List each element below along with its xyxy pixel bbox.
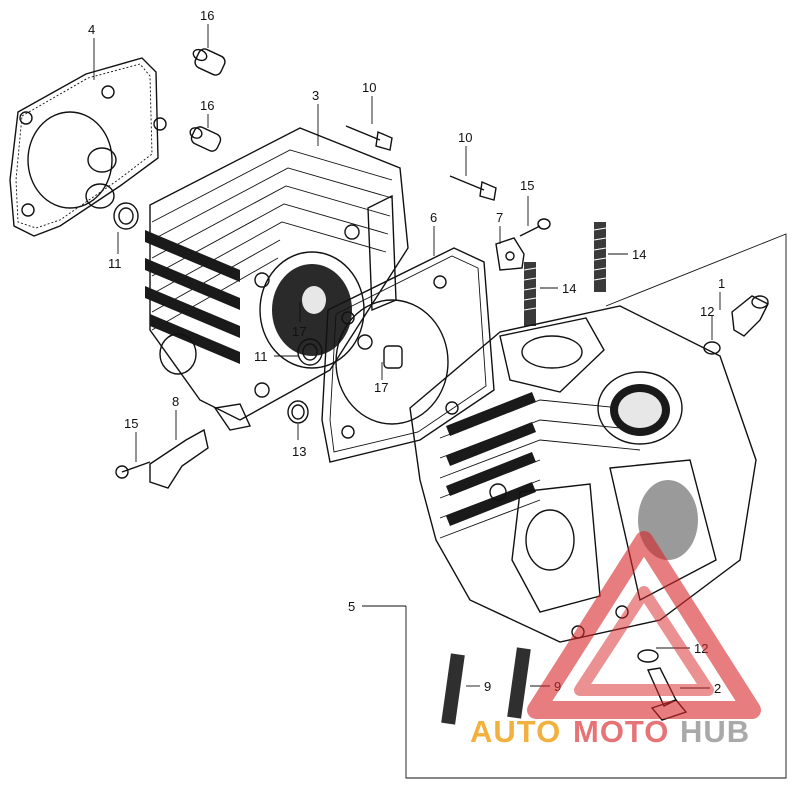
cylinder-head <box>409 305 757 643</box>
callout-7: 7 <box>496 210 503 225</box>
callout-17-right: 17 <box>374 380 388 395</box>
callout-16-upper: 16 <box>200 8 214 23</box>
callout-2: 2 <box>714 681 721 696</box>
assembly-outline <box>405 233 787 779</box>
cylinder-base-gasket <box>9 57 167 237</box>
watermark-triangle-inner <box>574 586 714 696</box>
leader-lines <box>93 24 721 689</box>
o-ring-lower <box>287 400 309 424</box>
callout-10-lower: 10 <box>458 130 472 145</box>
stud-14-short <box>523 262 537 326</box>
callout-11-left: 11 <box>108 256 122 271</box>
callout-5: 5 <box>348 599 355 614</box>
screw-15-upper <box>519 218 551 237</box>
callout-13: 13 <box>292 444 306 459</box>
hex-bolt-10-upper <box>345 125 393 151</box>
callout-4: 4 <box>88 22 95 37</box>
callout-14-left: 14 <box>562 281 576 296</box>
callout-6: 6 <box>430 210 437 225</box>
cylinder-block <box>145 127 409 431</box>
callout-15-upper: 15 <box>520 178 534 193</box>
callout-15-lower: 15 <box>124 416 138 431</box>
watermark-triangle-outer <box>527 531 761 719</box>
watermark-text-hub: HUB <box>680 714 750 749</box>
automotohub-watermark: AUTO MOTO HUB <box>470 531 761 749</box>
stud-9-right <box>507 647 531 719</box>
callout-17-left: 17 <box>292 324 306 339</box>
stud-14-long <box>593 222 607 292</box>
callout-labels: 4 16 16 3 10 10 15 7 6 14 14 1 12 11 11 … <box>88 8 725 696</box>
o-ring-mid <box>297 338 323 366</box>
cylinder-head-gasket <box>321 247 495 463</box>
stud-9-left <box>441 653 465 725</box>
hole-cap-1 <box>703 295 769 355</box>
callout-8: 8 <box>172 394 179 409</box>
callout-11-mid: 11 <box>254 349 268 364</box>
watermark-text-auto: AUTO <box>470 714 561 749</box>
callout-9-left: 9 <box>484 679 491 694</box>
callout-12-upper: 12 <box>700 304 714 319</box>
callout-14-right: 14 <box>632 247 646 262</box>
callout-1: 1 <box>718 276 725 291</box>
dowel-pin-upper <box>192 48 226 76</box>
bracket-7 <box>495 237 525 271</box>
dowel-pin-lower <box>189 126 222 152</box>
callout-3: 3 <box>312 88 319 103</box>
callout-10-upper: 10 <box>362 80 376 95</box>
bracket-8-with-screw <box>115 428 209 489</box>
hex-bolt-10-lower <box>449 175 497 201</box>
o-ring-left <box>113 202 139 230</box>
callout-16-lower: 16 <box>200 98 214 113</box>
watermark-text-moto: MOTO <box>573 714 669 749</box>
